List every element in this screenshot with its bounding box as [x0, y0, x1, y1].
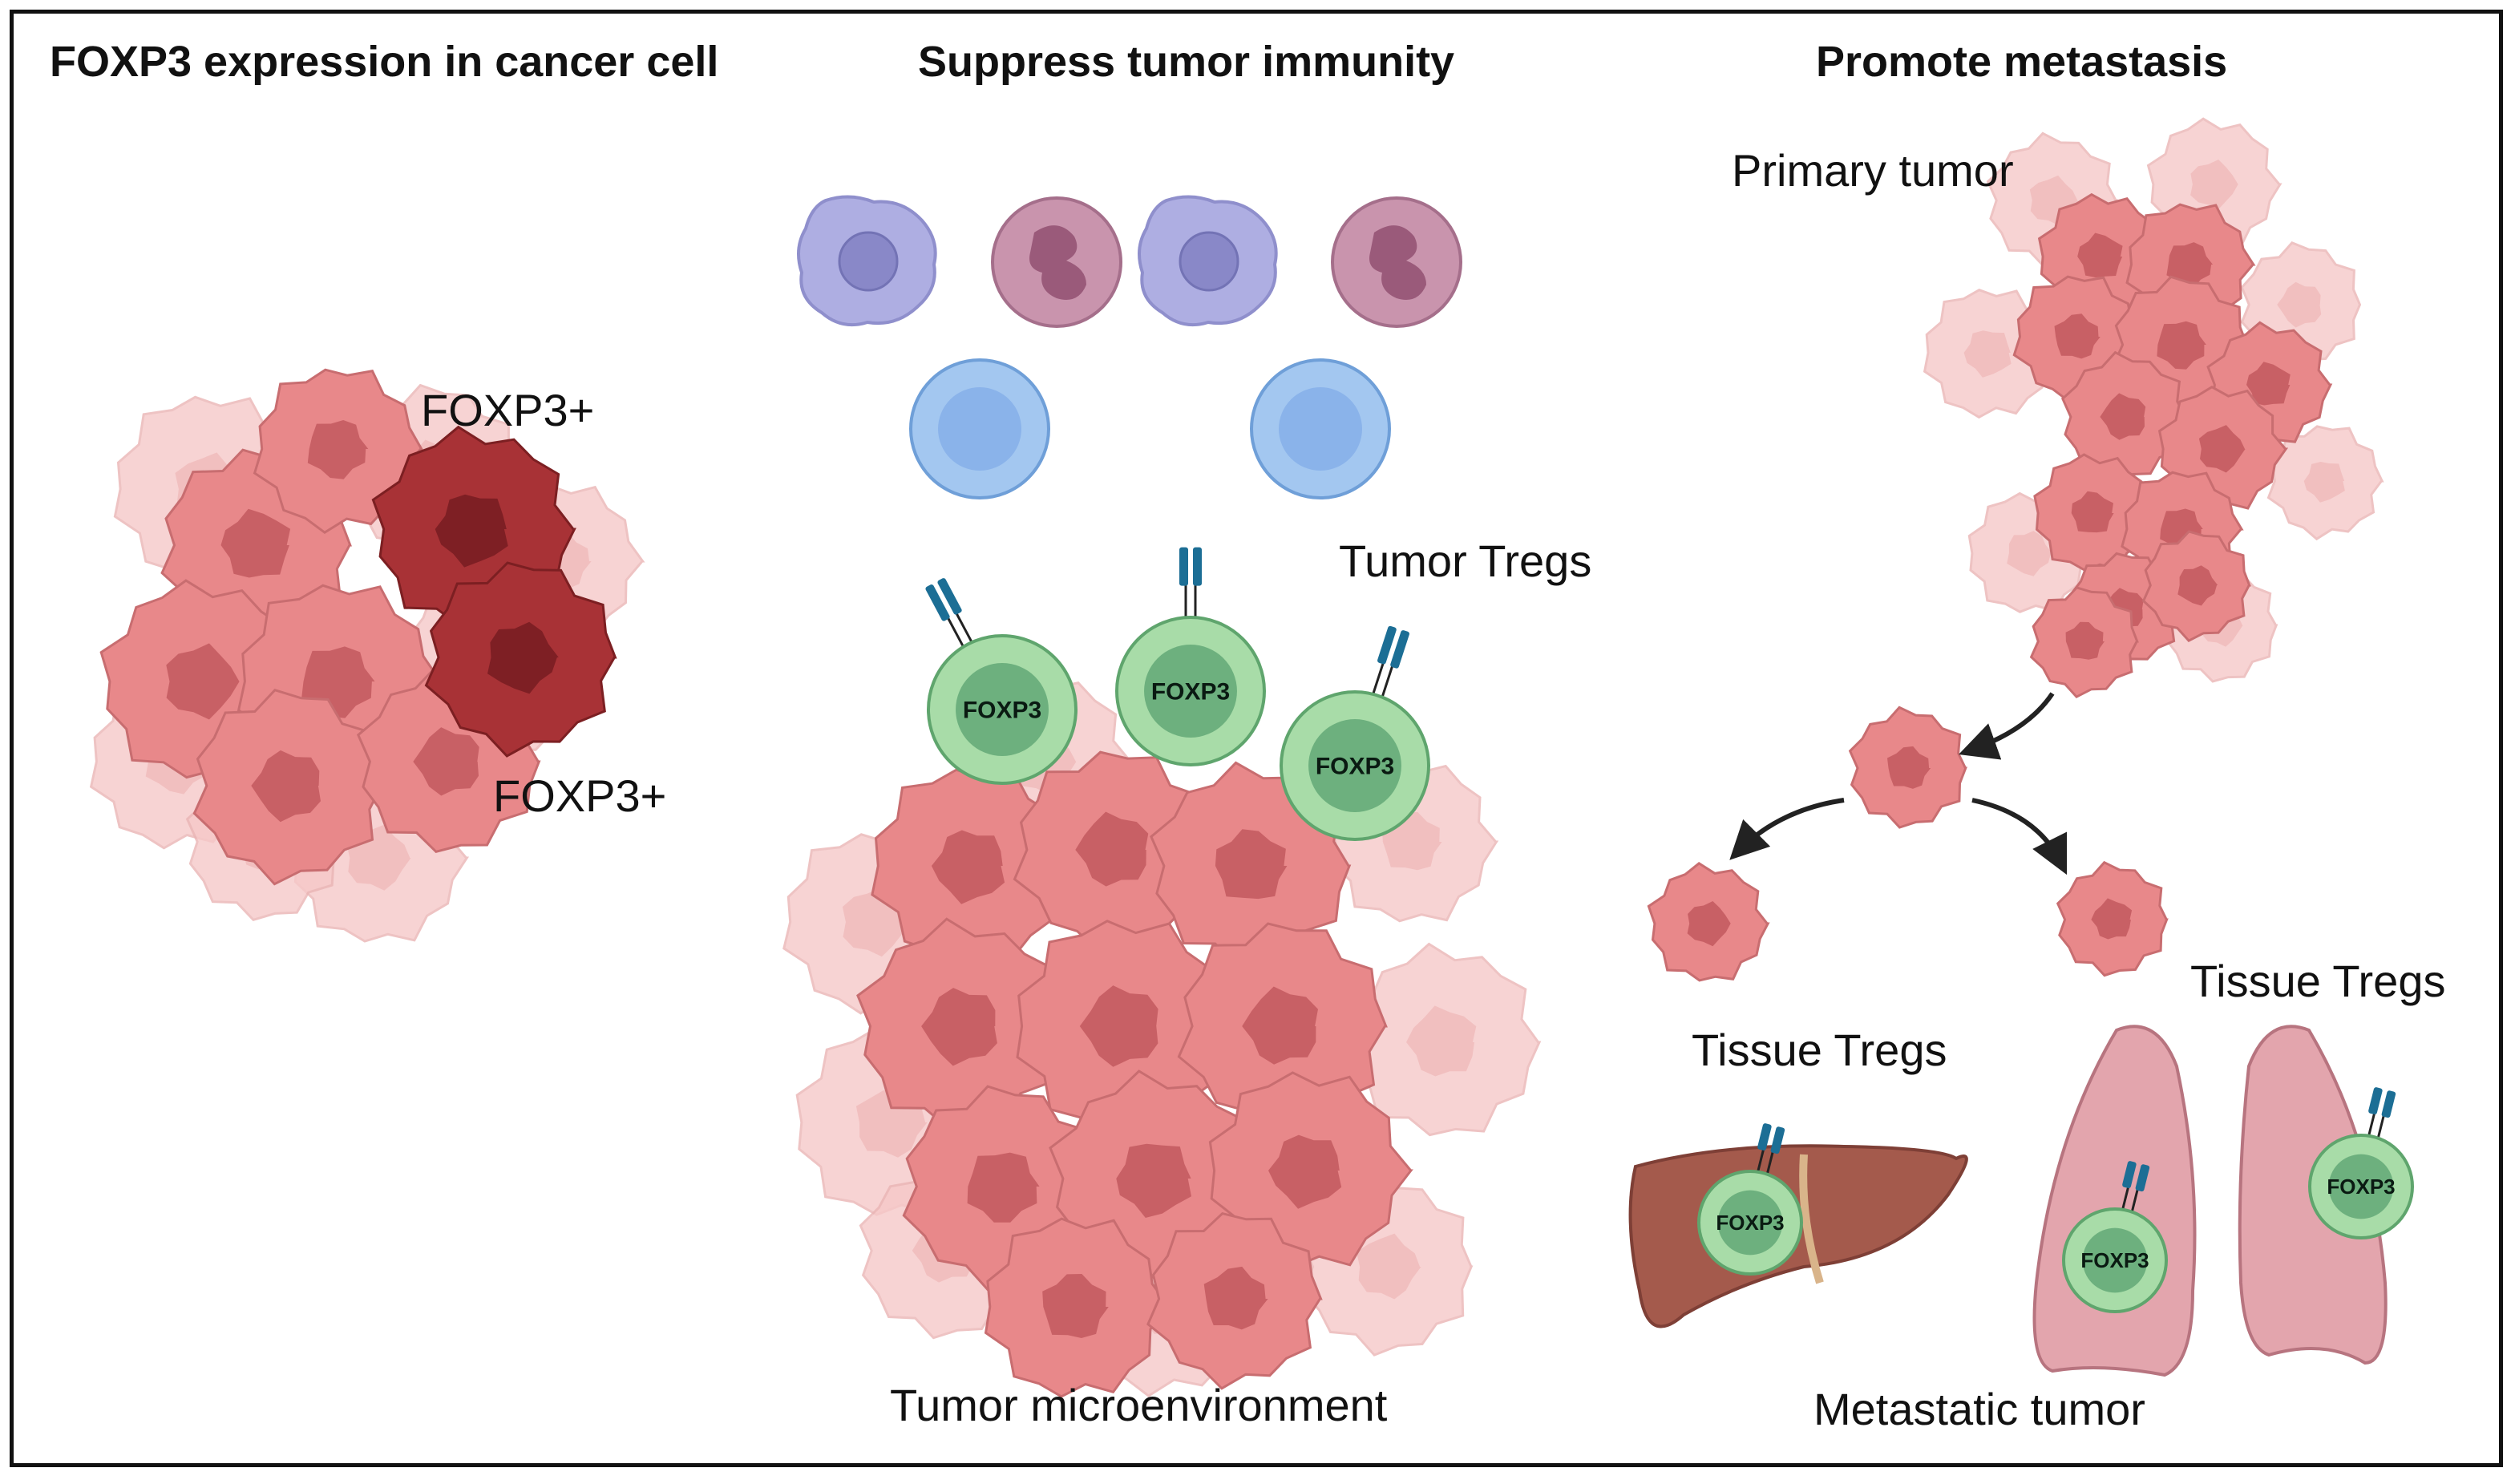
treg-cell-icon: FOXP3: [2308, 1087, 2414, 1239]
foxp3-positive-label-bottom: FOXP3+: [493, 770, 667, 821]
tcr-receptor-icon: [2121, 1161, 2150, 1212]
tumor-cell-icon: [253, 368, 424, 535]
middle-panel-title: Suppress tumor immunity: [918, 38, 1455, 86]
tumor-cell-icon: [2029, 586, 2139, 699]
tumor-tregs-label: Tumor Tregs: [1339, 536, 1592, 586]
tumor-cell-icon: [1345, 942, 1542, 1137]
tcr-receptor-icon: [1757, 1123, 1785, 1175]
metastatic-tumor-label: Metastatic tumor: [1813, 1384, 2145, 1434]
primary-tumor-label: Primary tumor: [1732, 145, 2014, 196]
tumor-cell-icon: [1647, 862, 1770, 982]
tumor-cell-icon: [1848, 706, 1967, 829]
treg-cell-icon: FOXP3: [1697, 1123, 1803, 1276]
left-panel-title: FOXP3 expression in cancer cell: [50, 38, 719, 86]
neutrophil-icon: [1331, 196, 1462, 328]
arrow-icon: [1959, 692, 2055, 760]
neutrophil-icon: [991, 196, 1122, 328]
treg-cell-icon: FOXP3: [1115, 547, 1266, 766]
tumor-cell-icon: [856, 917, 1069, 1130]
foxp3-label: FOXP3: [1151, 679, 1230, 706]
right-panel-title: Promote metastasis: [1816, 38, 2228, 86]
tissue-tregs-liver-label: Tissue Tregs: [1692, 1025, 1947, 1075]
tumor-cell-icon: [2056, 860, 2169, 977]
tumor-cell-icon: [2266, 425, 2384, 541]
foxp3-positive-label-top: FOXP3+: [421, 385, 595, 435]
foxp3-label: FOXP3: [2080, 1248, 2149, 1272]
treg-cell-icon: FOXP3: [925, 578, 1078, 785]
arrow-icon: [1971, 798, 2068, 875]
tumor-microenvironment-label: Tumor microenvironment: [890, 1380, 1388, 1430]
tcr-receptor-icon: [2367, 1087, 2396, 1138]
foxp3-positive-cell-icon: [424, 561, 617, 758]
treg-cell-icon: FOXP3: [2062, 1161, 2168, 1313]
tumor-cell-cluster: [89, 368, 645, 943]
treg-cell-icon: FOXP3: [1280, 625, 1430, 841]
metastasizing-cells-group: [1647, 706, 2169, 982]
t-cell-icon: [1250, 358, 1391, 499]
immune-cells-group: [797, 195, 1462, 499]
tumor-cell-icon: [2141, 530, 2251, 643]
tumor-cell-icon: [2060, 350, 2188, 481]
macrophage-icon: [1138, 195, 1278, 326]
tumor-cell-icon: [1016, 920, 1239, 1134]
foxp3-label: FOXP3: [2327, 1175, 2395, 1199]
tumor-cell-icon: [192, 688, 384, 886]
tissue-tregs-group: FOXP3 FOXP3 FOXP3: [1697, 1087, 2414, 1313]
foxp3-label: FOXP3: [963, 698, 1041, 724]
tcr-receptor-icon: [1179, 547, 1202, 617]
tissue-tregs-lung-label: Tissue Tregs: [2190, 956, 2446, 1006]
arrow-icon: [1729, 798, 1845, 860]
tcr-receptor-icon: [1372, 625, 1409, 698]
tumor-cell-icon: [984, 1217, 1172, 1398]
tumor-tregs-group: FOXP3 FOXP3 FOXP3: [925, 547, 1430, 841]
macrophage-icon: [797, 195, 937, 326]
tcr-receptor-icon: [925, 578, 973, 648]
primary-tumor-cluster: [1923, 117, 2384, 699]
foxp3-label: FOXP3: [1316, 754, 1394, 780]
t-cell-icon: [909, 358, 1050, 499]
tumor-cell-icon: [1146, 1211, 1323, 1390]
foxp3-label: FOXP3: [1716, 1211, 1784, 1235]
